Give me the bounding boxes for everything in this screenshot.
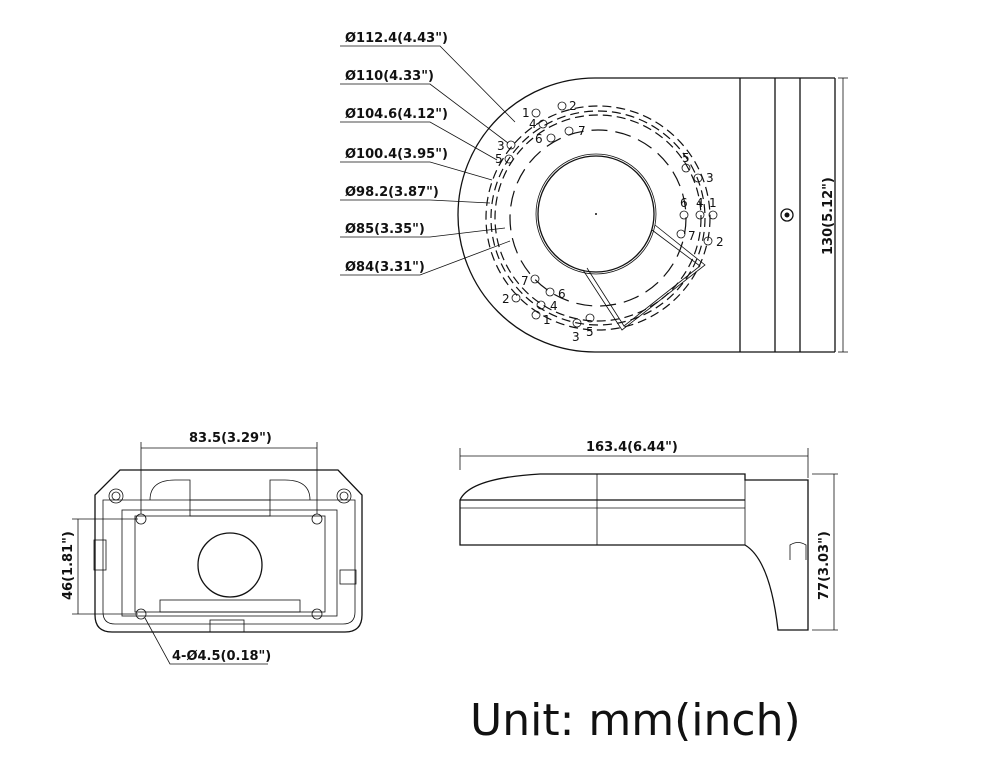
mounting-holes [504,101,718,328]
cable-hole [197,532,263,598]
hole-number: 4 [696,196,704,210]
dia-label: Ø100.4(3.95") [345,147,448,162]
hole-number: 4 [550,299,558,313]
hole-number: 6 [558,287,566,301]
hole-number: 2 [716,235,724,249]
hole-number: 3 [497,139,505,153]
unit-label: Unit: mm(inch) [470,695,801,746]
hole-number: 3 [572,330,580,344]
width-label: 83.5(3.29") [189,431,272,446]
dia-label: Ø104.6(4.12") [345,107,448,122]
hole-number: 1 [709,196,717,210]
hole-number: 7 [578,124,586,138]
height-dimension: 130(5.12") [821,77,848,353]
hole-number: 6 [535,132,543,146]
hole-number: 5 [495,152,503,166]
hole-number: 2 [502,292,510,306]
hole-number: 4 [529,117,537,131]
dia-label: Ø110(4.33") [345,69,434,84]
hole-numbers: 1 2 4 3 5 6 7 5 3 6 4 1 7 2 7 6 2 4 1 3 … [495,99,724,344]
screw-icon [780,208,794,222]
hole-label: 4-Ø4.5(0.18") [172,649,271,664]
length-label: 163.4(6.44") [586,440,678,455]
hole-number: 5 [586,325,594,339]
hole-number: 5 [682,151,690,165]
hole-number: 1 [543,313,551,327]
dia-label: Ø84(3.31") [345,260,425,275]
bracket-outline-arc [457,77,596,353]
dia-label: Ø98.2(3.87") [345,185,439,200]
hole-number: 1 [522,106,530,120]
top-view: Ø112.4(4.43") Ø110(4.33") Ø104.6(4.12") … [340,31,848,353]
dia-label: Ø112.4(4.43") [345,31,448,46]
diameter-leaders [340,45,516,276]
hole-number: 2 [569,99,577,113]
height-label: 46(1.81") [61,531,76,600]
dia-label: Ø85(3.35") [345,222,425,237]
diameter-labels: Ø112.4(4.43") Ø110(4.33") Ø104.6(4.12") … [345,31,448,275]
side-view: 163.4(6.44") 77(3.03") [459,440,838,631]
hole-number: 7 [688,229,696,243]
back-view: 83.5(3.29") 46(1.81") 4-Ø4.5(0.18") [61,431,363,665]
hole-number: 6 [680,196,688,210]
height-label: 130(5.12") [821,177,836,255]
hole-number: 3 [706,171,714,185]
hole-number: 7 [521,274,529,288]
cable-hole [537,155,655,273]
height-label: 77(3.03") [817,531,832,600]
